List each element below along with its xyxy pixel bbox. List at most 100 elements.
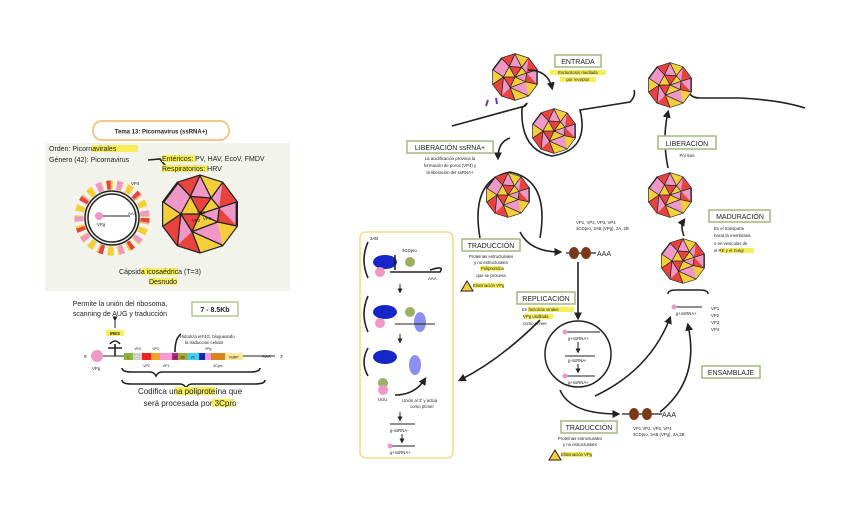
topic-title: Tema 13: Picornavirus (ssRNA+) <box>115 130 207 136</box>
svg-text:Proteínas estructurales: Proteínas estructurales <box>469 254 513 259</box>
gene-label: VPg <box>205 347 212 351</box>
entericos-label: Entéricos <box>162 156 192 163</box>
svg-text:g-ssRNA-: g-ssRNA- <box>390 428 409 433</box>
svg-text:VP2: VP2 <box>192 218 201 223</box>
gene-label: VP3 <box>152 347 159 351</box>
cell-membrane <box>451 89 806 157</box>
traduccion-1-title: TRADUCCIÓN <box>468 241 515 250</box>
virus-entering-icon <box>492 53 538 101</box>
svg-text:y no estructurales: y no estructurales <box>474 260 508 265</box>
svg-text:AAA: AAA <box>662 412 676 419</box>
svg-text:3AB: 3AB <box>370 236 378 241</box>
gene-rdrp <box>225 353 243 360</box>
warning-icon <box>460 280 474 292</box>
svg-text:VP1, VP2, VP3, VP4: VP1, VP2, VP3, VP4 <box>576 220 616 225</box>
svg-text:VP1: VP1 <box>711 306 720 311</box>
svg-text:el RE y el Golgi: el RE y el Golgi <box>714 248 744 253</box>
svg-text:que se procesa: que se procesa <box>476 273 506 278</box>
svg-text:Es el transporte: Es el transporte <box>714 226 745 231</box>
svg-text:Orden: Picornavirales: Orden: Picornavirales <box>49 146 117 153</box>
svg-text:La acidificación provoca la: La acidificación provoca la <box>425 156 476 161</box>
virus-endosome-icon <box>532 108 576 154</box>
maduracion-title: MADURACIÓN <box>716 212 764 221</box>
orden-value: Picornavirales <box>72 146 116 153</box>
orden-label: Orden: <box>49 146 72 153</box>
gene-label: L <box>128 356 130 360</box>
svg-text:VP4: VP4 <box>711 327 720 332</box>
traduccion-2-title: TRADUCCIÓN <box>566 423 613 432</box>
ires-label: IRES <box>110 331 120 336</box>
virus-uncoating-icon <box>486 172 530 218</box>
replication-inset <box>359 231 454 459</box>
svg-text:Respiratorios: HRV: Respiratorios: HRV <box>162 166 222 173</box>
svg-text:3': 3' <box>280 354 283 359</box>
svg-text:g+ssRNA+: g+ssRNA+ <box>676 311 697 316</box>
gene-vp2 <box>142 353 151 360</box>
gene-label: 3A <box>200 356 205 360</box>
svg-text:VP2: VP2 <box>711 313 720 318</box>
vpg-circle <box>91 350 103 362</box>
gene-2c <box>187 353 199 360</box>
svg-text:la liberación del ssRNA+: la liberación del ssRNA+ <box>427 170 474 175</box>
svg-text:o en vesículas de: o en vesículas de <box>714 241 748 246</box>
entericos-value: : PV, HAV, EcoV, FMDV <box>191 156 265 163</box>
ribosome-icon <box>569 247 579 259</box>
svg-text:Proteínas estructurales: Proteínas estructurales <box>558 436 602 441</box>
classification-panel: Tema 13: Picornavirus (ssRNA+) Orden: Pi… <box>45 120 290 291</box>
svg-text:Unión al 3' y actúa: Unión al 3' y actúa <box>402 398 438 403</box>
gene-label: 2B <box>180 356 185 360</box>
genero-text: Género (42): Picornavirus <box>49 157 130 164</box>
title-pill <box>92 120 230 141</box>
svg-text:g-ssRNA-: g-ssRNA- <box>568 358 587 363</box>
svg-text:5': 5' <box>84 354 87 359</box>
svg-text:será procesada por 3Cpro: será procesada por 3Cpro <box>144 399 237 408</box>
gene-vp3 <box>151 353 160 360</box>
capsid-type: Cápsida icosaédrica (T=3) <box>119 269 201 276</box>
ensamblaje-title: ENSAMBLAJE <box>708 370 755 377</box>
virus-released-icon <box>648 62 692 108</box>
gene-label: VP1 <box>163 364 170 368</box>
svg-text:VP3: VP3 <box>203 216 212 221</box>
ring-vp4-label: VP4 <box>131 181 140 186</box>
gene-l <box>124 353 133 360</box>
gene-3cpro <box>211 353 225 360</box>
liberacion-rna-title: LIBERACIÓN ssRNA+ <box>415 143 485 152</box>
gene-vp1 <box>160 353 172 360</box>
svg-text:como primer: como primer <box>410 404 434 409</box>
svg-text:3CDpro, 3AB (VPg), 2A, 2B: 3CDpro, 3AB (VPg), 2A, 2B <box>576 226 629 231</box>
svg-text:por receptor: por receptor <box>566 77 590 82</box>
svg-text:Eliminación VPg: Eliminación VPg <box>473 283 505 288</box>
ribosome-icon <box>581 247 591 259</box>
respiratorios-value: : HRV <box>203 166 222 173</box>
gene-vp4 <box>133 353 142 360</box>
endosome-pore <box>477 171 543 239</box>
virus-assembled-icon <box>661 238 705 284</box>
svg-text:VP1 VP2, VP3, VP4: VP1 VP2, VP3, VP4 <box>633 426 672 431</box>
svg-text:Entéricos: PV, HAV, EcoV, FMDV: Entéricos: PV, HAV, EcoV, FMDV <box>162 156 265 163</box>
genome-size: 7 - 8.5Kb <box>200 307 229 314</box>
svg-text:g+ssRNA+: g+ssRNA+ <box>568 380 589 385</box>
svg-text:Poliproteína: Poliproteína <box>481 266 505 271</box>
svg-text:Por lisis: Por lisis <box>679 153 694 158</box>
ring-vpg-label: VPg <box>97 222 106 227</box>
svg-text:En factorías virales: En factorías virales <box>522 307 559 312</box>
life-cycle: ENTRADA Endocitosis mediada por receptor… <box>359 53 806 461</box>
liberacion-title: LIBERACIÓN <box>666 139 708 148</box>
gene-label: RdRP <box>229 356 239 360</box>
gene-label: VP4 <box>134 347 141 351</box>
svg-text:VPg: VPg <box>92 366 101 371</box>
ribosome-icon <box>642 408 652 420</box>
svg-text:AAA: AAA <box>428 276 437 281</box>
gene-label: 2C <box>191 356 196 360</box>
svg-text:UUU: UUU <box>378 397 387 402</box>
gene-label: 2A <box>173 356 178 360</box>
svg-text:VP1: VP1 <box>197 210 206 215</box>
gene-2b <box>178 353 187 360</box>
gene-3a <box>199 353 205 360</box>
gene-vpg <box>205 353 211 360</box>
svg-text:AAA: AAA <box>597 251 611 258</box>
svg-text:Endocitosis mediada: Endocitosis mediada <box>558 70 598 75</box>
svg-text:y no estructurales: y no estructurales <box>563 442 597 447</box>
